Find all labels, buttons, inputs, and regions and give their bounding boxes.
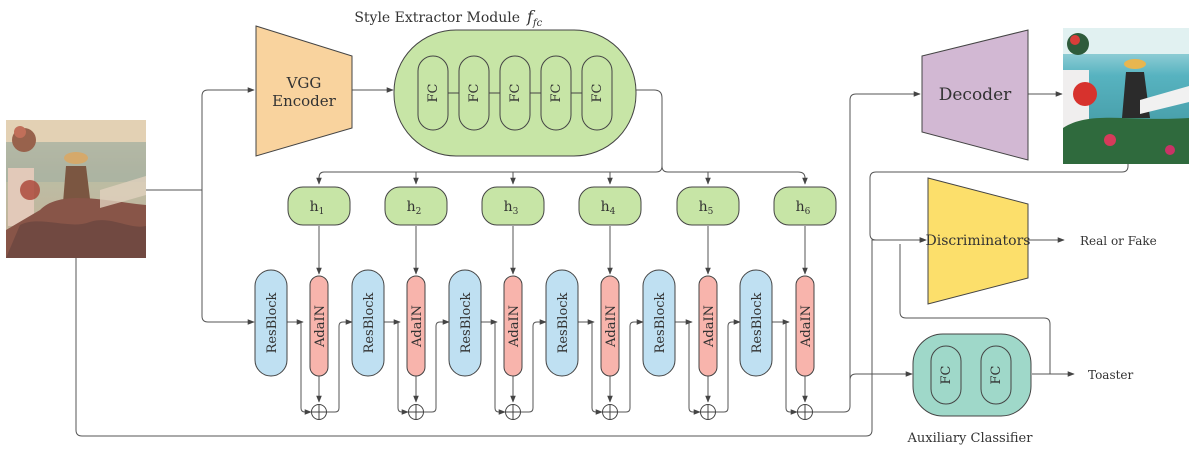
h-block-label: h2 bbox=[407, 199, 422, 217]
fc-layers: FC FC FC FC FC bbox=[417, 55, 613, 131]
vgg-encoder-shape bbox=[255, 25, 353, 157]
h-block-label: h5 bbox=[699, 199, 714, 217]
fc-layer-label: FC bbox=[426, 83, 441, 102]
adain-2 bbox=[406, 275, 426, 377]
skip-connection bbox=[591, 322, 603, 415]
h-block-5 bbox=[676, 186, 740, 226]
real-or-fake-label: Real or Fake bbox=[1080, 234, 1157, 248]
discriminators: Discriminators Real or Fake bbox=[926, 177, 1157, 305]
h-block-1 bbox=[287, 186, 351, 226]
adain-label: AdaIN bbox=[799, 305, 814, 348]
vgg-encoder-line1: VGG bbox=[286, 74, 322, 92]
skip-connection bbox=[300, 322, 312, 415]
vgg-encoder: VGG Encoder bbox=[255, 25, 353, 157]
fc-layer-5 bbox=[581, 55, 613, 131]
h-block-4 bbox=[578, 186, 642, 226]
h-block-label: h3 bbox=[504, 199, 519, 217]
adain-3 bbox=[503, 275, 523, 377]
skip-connection bbox=[397, 322, 409, 415]
style-extractor-title: Style Extractor Module bbox=[354, 10, 520, 26]
fc-layer-label: FC bbox=[590, 83, 605, 102]
toaster-label: Toaster bbox=[1088, 368, 1134, 382]
sum-to-next-arrow bbox=[716, 319, 741, 413]
adain-6 bbox=[795, 275, 815, 377]
output-photo bbox=[1063, 28, 1189, 164]
aux-fc-2-label: FC bbox=[989, 365, 1004, 384]
resblock-3 bbox=[448, 269, 482, 377]
adain-5 bbox=[698, 275, 718, 377]
adain-label: AdaIN bbox=[702, 305, 717, 348]
resblock-label: ResBlock bbox=[459, 292, 474, 353]
h-block-3 bbox=[481, 186, 545, 226]
skip-connection bbox=[688, 322, 701, 415]
fc-layer-3 bbox=[499, 55, 531, 131]
h-block-label: h4 bbox=[601, 199, 616, 217]
style-extractor-symbol: ffc bbox=[526, 7, 543, 29]
decoder-shape bbox=[921, 29, 1029, 161]
decoder-label: Decoder bbox=[939, 85, 1012, 105]
sum-to-next-arrow bbox=[618, 319, 644, 413]
resblock-label: ResBlock bbox=[265, 292, 280, 353]
adain-1 bbox=[309, 275, 329, 377]
h-block-2 bbox=[384, 186, 448, 226]
wires bbox=[75, 87, 1129, 437]
sum-to-next-arrow bbox=[327, 319, 353, 413]
resblock-label: ResBlock bbox=[750, 292, 765, 353]
resblock-1 bbox=[254, 269, 288, 377]
h-block-label: h1 bbox=[310, 199, 325, 217]
h-block-6 bbox=[773, 186, 837, 226]
vgg-encoder-line2: Encoder bbox=[272, 92, 337, 110]
adain-label: AdaIN bbox=[507, 305, 522, 348]
fc-layer-label: FC bbox=[508, 83, 523, 102]
resblock-label: ResBlock bbox=[362, 292, 377, 353]
aux-fc-2 bbox=[980, 345, 1012, 405]
style-extractor-module: Style Extractor Module ffc FC FC FC FC FC bbox=[354, 7, 637, 157]
adain-label: AdaIN bbox=[410, 305, 425, 348]
sum-to-next-arrow bbox=[521, 319, 547, 413]
h-block-label: h6 bbox=[796, 199, 811, 217]
discriminators-label: Discriminators bbox=[926, 233, 1031, 249]
resblock-6 bbox=[739, 269, 773, 377]
fc-layer-4 bbox=[540, 55, 572, 131]
aux-fc-1 bbox=[930, 345, 962, 405]
fc-layer-label: FC bbox=[467, 83, 482, 102]
skip-connection bbox=[494, 322, 506, 415]
resblock-4 bbox=[545, 269, 579, 377]
fc-layer-2 bbox=[458, 55, 490, 131]
aux-fc-1-label: FC bbox=[939, 365, 954, 384]
fc-layer-label: FC bbox=[549, 83, 564, 102]
adain-label: AdaIN bbox=[313, 305, 328, 348]
decoder: Decoder bbox=[921, 29, 1029, 161]
discriminators-shape bbox=[927, 177, 1029, 305]
adain-4 bbox=[600, 275, 620, 377]
auxiliary-classifier: FC FC Auxiliary Classifier Toaster bbox=[907, 333, 1134, 446]
resblock-label: ResBlock bbox=[653, 292, 668, 353]
resblock-label: ResBlock bbox=[556, 292, 571, 353]
resblock-2 bbox=[351, 269, 385, 377]
adain-label: AdaIN bbox=[604, 305, 619, 348]
skip-connection bbox=[785, 322, 798, 415]
fc-layer-1 bbox=[417, 55, 449, 131]
aux-classifier-label: Auxiliary Classifier bbox=[907, 431, 1034, 446]
resblock-5 bbox=[642, 269, 676, 377]
sum-to-next-arrow bbox=[424, 319, 450, 413]
input-photo bbox=[6, 120, 146, 258]
